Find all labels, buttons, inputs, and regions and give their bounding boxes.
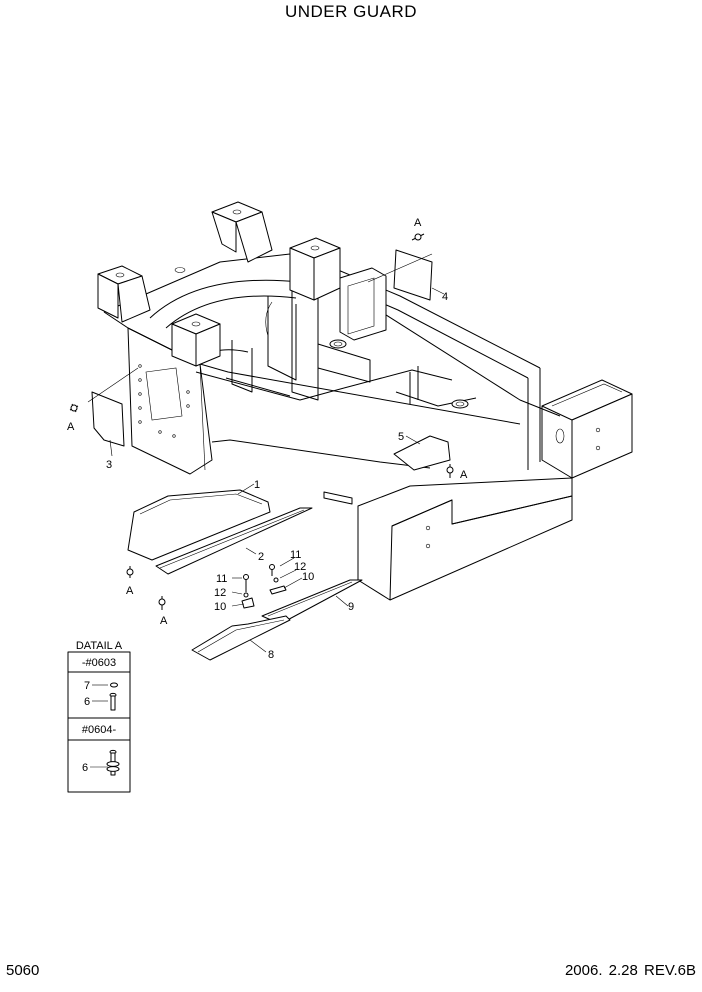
detail-row-2-serial: #0604- xyxy=(82,724,117,736)
callout-10-left: 10 xyxy=(214,601,226,613)
under-guard-plate-8 xyxy=(191,615,291,661)
detail-a-table: DATAIL A -#0603 7 6 #0604- 6 xyxy=(67,640,131,793)
callout-labels: 1 2 3 4 5 8 9 10 10 11 11 12 12 xyxy=(106,291,448,661)
leader-lines xyxy=(87,253,445,653)
callout-3: 3 xyxy=(106,459,112,471)
bolt-icon xyxy=(109,692,117,711)
cover-plate-4 xyxy=(393,249,433,301)
revision-date: 2006. 2.28 REV.6B xyxy=(564,962,696,979)
washer-icon xyxy=(110,682,118,688)
detail-references: A A A A A xyxy=(67,217,468,627)
detail-ref-a-5: A xyxy=(160,615,168,627)
callout-11-left: 11 xyxy=(216,573,227,585)
under-guard-plate-1 xyxy=(127,489,271,561)
callout-12-left: 12 xyxy=(214,587,226,599)
callout-11-right: 11 xyxy=(290,549,301,561)
detail-table-title: DATAIL A xyxy=(76,640,123,652)
detail-row-1-part-a: 7 xyxy=(84,680,90,692)
mounting-pedestals xyxy=(97,201,469,409)
spacer-bar xyxy=(323,491,353,505)
rear-box-frame xyxy=(357,379,633,601)
bolt-icons xyxy=(69,233,454,610)
detail-ref-a-2: A xyxy=(414,217,422,229)
detail-ref-a-1: A xyxy=(67,421,75,433)
detail-row-1-serial: -#0603 xyxy=(82,657,116,669)
callout-10-right: 10 xyxy=(302,571,314,583)
callout-2: 2 xyxy=(258,551,264,563)
callout-1: 1 xyxy=(254,479,260,491)
detail-ref-a-4: A xyxy=(126,585,134,597)
detail-row-2-part-a: 6 xyxy=(82,762,88,774)
callout-8: 8 xyxy=(268,649,274,661)
callout-4: 4 xyxy=(442,291,448,303)
callout-5: 5 xyxy=(398,431,404,443)
bolt-with-washer-icon xyxy=(106,749,120,776)
detail-ref-a-3: A xyxy=(460,469,468,481)
callout-9: 9 xyxy=(348,601,354,613)
cover-plate-5 xyxy=(393,435,451,471)
under-guard-plate-2 xyxy=(155,507,313,575)
callout-12-right: 12 xyxy=(294,561,306,573)
cover-plate-3 xyxy=(91,391,125,447)
page-number: 5060 xyxy=(6,962,40,979)
detail-row-1-part-b: 6 xyxy=(84,696,90,708)
page-title: UNDER GUARD xyxy=(284,2,418,21)
